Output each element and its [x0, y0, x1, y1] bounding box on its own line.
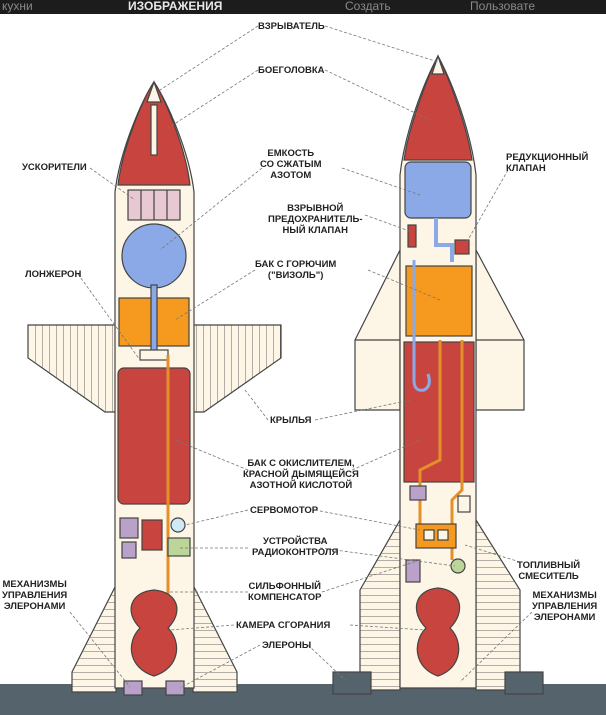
label-radio-control: УСТРОЙСТВА РАДИОКОНТРОЛЯ: [252, 536, 339, 558]
right-pressure-pipe: [412, 260, 431, 392]
left-wing-left: [27, 324, 121, 413]
topbar-create-link[interactable]: Создать: [345, 0, 391, 13]
label-reducer-valve: РЕДУКЦИОННЫЙ КЛАПАН: [506, 152, 589, 174]
topbar-user-link[interactable]: Пользовате: [470, 0, 536, 13]
left-nitrogen-tank: [121, 223, 187, 289]
left-equipment-purple: [119, 517, 139, 539]
right-fuel-tank: [405, 265, 473, 337]
right-warhead: [403, 54, 473, 161]
right-equipment-purple: [409, 485, 427, 501]
label-oxidizer-tank: БАК С ОКИСЛИТЕЛЕМ, КРАСНОЙ ДЫМЯЩЕЙСЯ АЗО…: [243, 458, 359, 491]
left-aileron-right: [165, 680, 185, 696]
left-servomotor: [170, 517, 186, 533]
label-fuse: ВЗРЫВАТЕЛЬ: [258, 21, 325, 32]
left-combustion-chamber: [130, 589, 178, 677]
label-wings: КРЫЛЬЯ: [270, 415, 312, 426]
leader-lines: [69, 25, 533, 689]
label-combustion-chamber: КАМЕРА СГОРАНИЯ: [236, 620, 331, 631]
topbar-left-text: кухни: [2, 0, 33, 13]
label-bellows-compensator: СИЛЬФОННЫЙ КОМПЕНСАТОР: [248, 581, 322, 603]
browser-top-bar: кухни ИЗОБРАЖЕНИЯ Создать Пользовате: [0, 0, 606, 14]
right-equipment-box: [457, 495, 471, 513]
left-oxidizer-tank: [117, 367, 191, 505]
label-fuel-mixer: ТОПЛИВНЫЙ СМЕСИТЕЛЬ: [517, 560, 581, 582]
left-equipment-red: [141, 519, 163, 551]
right-aileron-right: [504, 671, 544, 695]
label-burst-valve: ВЗРЫВНОЙ ПРЕДОХРАНИТЕЛЬ- НЫЙ КЛАПАН: [268, 203, 363, 236]
left-radio-control: [167, 537, 191, 557]
left-rocket: [27, 80, 282, 696]
left-aileron-left: [123, 680, 143, 696]
right-wing-right: [475, 249, 525, 411]
left-wing-right: [188, 324, 282, 413]
right-reducer-valve: [454, 239, 470, 255]
label-servomotor: СЕРВОМОТОР: [250, 505, 319, 516]
left-nitrogen-pipe: [150, 284, 158, 356]
right-fuel-mixer: [415, 523, 457, 549]
label-nitrogen-tank: ЕМКОСТЬ СО СЖАТЫМ АЗОТОМ: [260, 148, 322, 181]
label-warhead: БОЕГОЛОВКА: [258, 65, 325, 76]
label-boosters: УСКОРИТЕЛИ: [22, 162, 87, 173]
right-aileron-left: [332, 671, 372, 695]
left-fin-left: [71, 584, 117, 693]
right-nitrogen-pipe: [434, 218, 454, 262]
right-fin-right: [475, 517, 521, 691]
right-fuse-tip: [431, 54, 445, 75]
left-fin-right: [192, 584, 238, 693]
right-equipment-purple-2: [405, 559, 421, 583]
label-fuel-tank: БАК С ГОРЮЧИМ ("ВИЗОЛЬ"): [255, 259, 337, 281]
topbar-tab-images[interactable]: ИЗОБРАЖЕНИЯ: [128, 0, 223, 13]
right-fuel-line: [418, 340, 442, 540]
right-burst-valve: [407, 224, 417, 248]
label-aileron-mech-right: МЕХАНИЗМЫ УПРАВЛЕНИЯ ЭЛЕРОНАМИ: [532, 590, 598, 623]
left-fuse-rod: [150, 104, 158, 156]
right-rocket: [332, 54, 544, 695]
right-radio-control: [450, 558, 466, 574]
left-fuse-tip: [146, 80, 162, 103]
label-spar: ЛОНЖЕРОН: [25, 269, 82, 280]
label-ailerons: ЭЛЕРОНЫ: [262, 640, 312, 651]
label-aileron-mech-left: МЕХАНИЗМЫ УПРАВЛЕНИЯ ЭЛЕРОНАМИ: [2, 579, 68, 612]
right-fin-left: [359, 517, 401, 691]
left-equipment-purple-2: [121, 541, 137, 559]
right-combustion-chamber: [415, 587, 461, 677]
right-nitrogen-tank: [404, 161, 472, 219]
